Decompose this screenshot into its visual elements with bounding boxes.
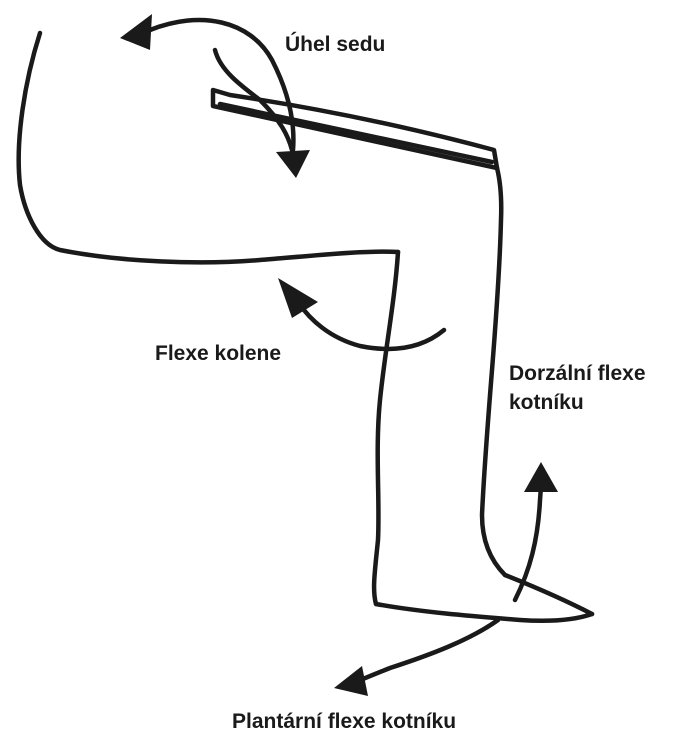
label-knee-flexion: Flexe kolene xyxy=(155,342,281,365)
calf-back-outline xyxy=(482,168,505,575)
plantar-flexion-arrow xyxy=(334,620,498,696)
label-dorsal-flexion-line1: Dorzální flexe xyxy=(509,362,646,385)
seat-board-inner-line xyxy=(220,104,492,162)
label-dorsal-flexion-line2: kotníku xyxy=(509,391,584,414)
seat-board-outline xyxy=(213,90,497,168)
knee-flexion-arrow xyxy=(278,278,444,349)
arrowhead-down-left-icon xyxy=(334,666,368,696)
arrowhead-up-icon xyxy=(524,462,558,492)
arrowhead-up-left-icon xyxy=(278,278,318,318)
arrowhead-left-icon xyxy=(120,14,152,50)
back-and-thigh-outline xyxy=(19,33,398,262)
sole-outline xyxy=(376,604,592,621)
label-plantar-flexion: Plantární flexe kotníku xyxy=(232,710,456,732)
leg-outline xyxy=(19,33,592,621)
shin-front-outline xyxy=(374,252,398,604)
arrowhead-down-icon xyxy=(276,150,310,178)
label-seat-angle: Úhel sedu xyxy=(285,32,385,56)
